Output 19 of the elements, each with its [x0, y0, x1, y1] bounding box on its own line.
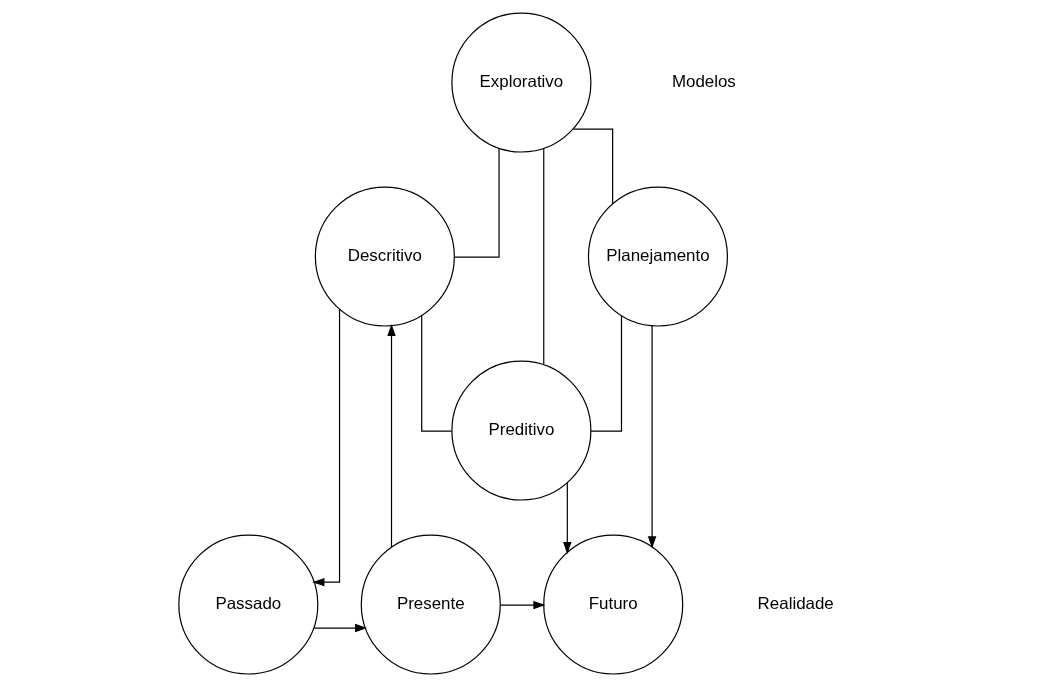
- node-circle: Passado: [177, 534, 318, 675]
- connector: [589, 315, 622, 432]
- arrow: [386, 323, 396, 548]
- connector: [542, 147, 544, 365]
- arrow: [313, 623, 367, 633]
- connector: [572, 128, 613, 205]
- connector: [453, 147, 500, 258]
- node-circle: Planejamento: [587, 186, 728, 327]
- connector: [420, 315, 452, 432]
- arrow: [647, 325, 656, 549]
- label: Realidade: [757, 593, 834, 613]
- node-circle: Presente: [360, 534, 501, 675]
- node-circle: Explorativo: [450, 12, 591, 153]
- node-circle: Descritivo: [314, 186, 455, 327]
- label: Modelos: [671, 71, 736, 91]
- arrow: [562, 482, 572, 555]
- arrow: [499, 600, 545, 610]
- arrow: [311, 308, 340, 587]
- node-circle: Preditivo: [450, 360, 591, 501]
